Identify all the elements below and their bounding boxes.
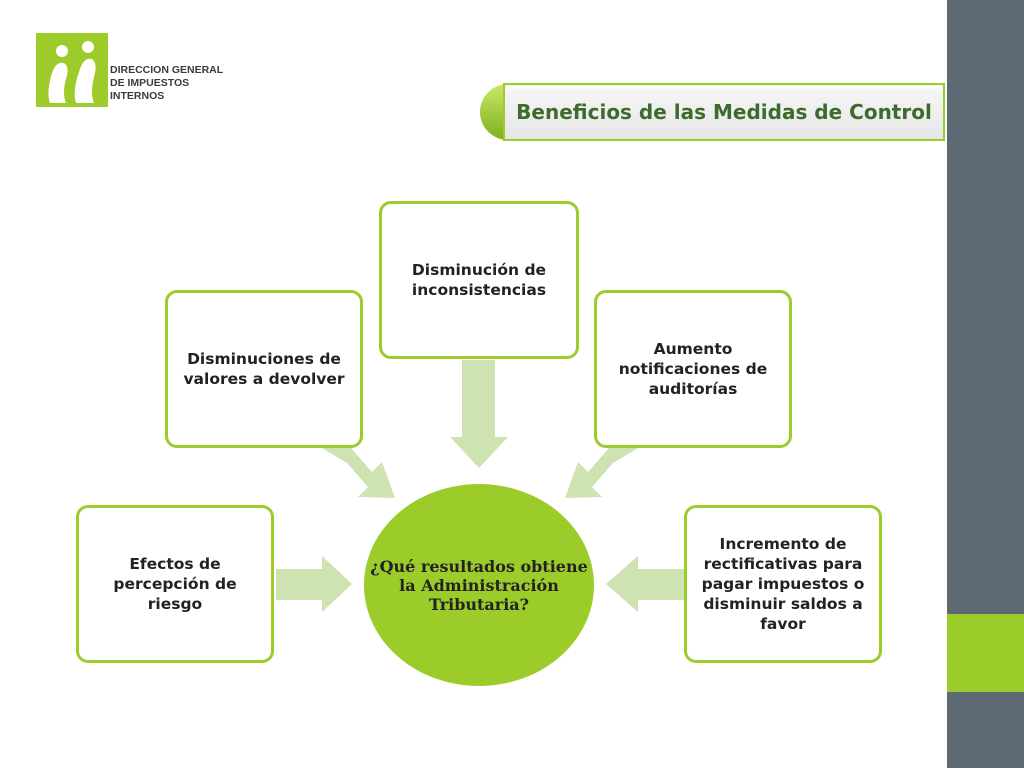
diagram-arrows <box>276 360 686 612</box>
dgii-logo-icon <box>36 33 108 107</box>
page-title: Beneficios de las Medidas de Control <box>516 100 932 124</box>
node-valores-devolver: Disminuciones de valores a devolver <box>165 290 363 448</box>
node-percepcion-riesgo: Efectos de percepción de riesgo <box>76 505 274 663</box>
center-question: ¿Qué resultados obtiene la Administració… <box>364 484 594 686</box>
node-label: Efectos de percepción de riesgo <box>113 555 237 613</box>
center-label: ¿Qué resultados obtiene la Administració… <box>370 556 588 614</box>
node-rectificativas: Incremento de rectificativas para pagar … <box>684 505 882 663</box>
title-banner <box>480 83 945 141</box>
arrow-upper-right-icon <box>565 448 638 498</box>
sidebar-accent <box>947 614 1024 692</box>
node-label: Aumento notificaciones de auditorías <box>618 340 768 398</box>
arrow-top-icon <box>450 360 508 468</box>
logo-line: DE IMPUESTOS <box>110 77 190 89</box>
logo-line: DIRECCION GENERAL <box>110 64 224 76</box>
logo-line: INTERNOS <box>110 90 165 102</box>
node-label: Disminuciones de valores a devolver <box>183 350 345 388</box>
node-inconsistencias: Disminución de inconsistencias <box>379 201 579 359</box>
arrow-left-icon <box>276 556 352 612</box>
node-label: Disminución de inconsistencias <box>411 261 547 299</box>
arrow-upper-left-icon <box>322 448 395 498</box>
arrow-right-icon <box>606 556 686 612</box>
node-notificaciones-auditorias: Aumento notificaciones de auditorías <box>594 290 792 448</box>
node-label: Incremento de rectificativas para pagar … <box>701 535 865 633</box>
logo-text: DIRECCION GENERAL DE IMPUESTOS INTERNOS <box>110 64 230 103</box>
